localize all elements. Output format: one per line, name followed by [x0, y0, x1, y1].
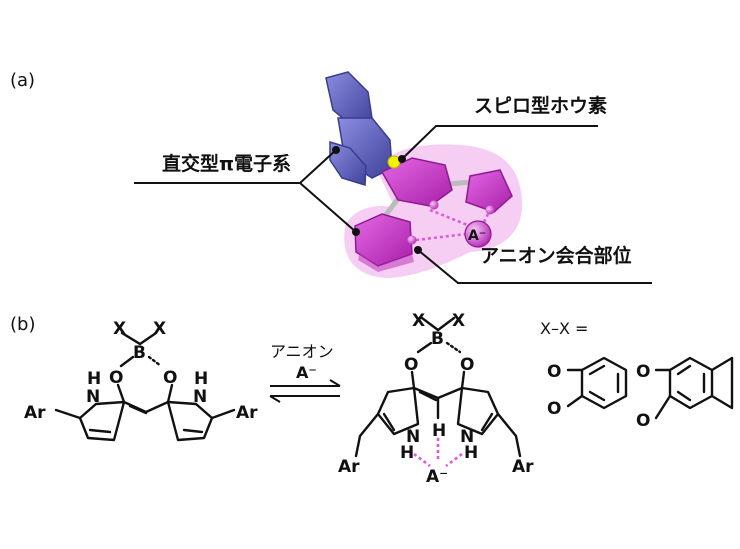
callout-orthogonal-pi: 直交型π電子系	[162, 152, 291, 175]
panel-b: (b) X X B O O H N H N A	[10, 311, 734, 487]
r-left-pyrrole-double	[382, 412, 396, 432]
h-atom-3	[485, 205, 495, 215]
arrow-label-bottom: A⁻	[296, 363, 317, 382]
callout-anion-site: アニオン会合部位	[480, 244, 632, 267]
panel-a-label: (a)	[10, 70, 35, 91]
atom-o1: O	[109, 368, 123, 388]
h-atom-2	[407, 235, 417, 245]
hbond-a-2	[415, 232, 467, 242]
panel-a: (a) A⁻ スピロ型ホウ素	[10, 70, 652, 284]
catechol-ring-double	[588, 364, 620, 402]
xx-definition-label: X–X =	[540, 319, 588, 338]
atom-ar2: Ar	[236, 403, 258, 423]
atom-x1: X	[113, 319, 126, 339]
naph-ring-double	[676, 364, 706, 402]
atom-nh1-h: H	[87, 369, 101, 389]
blue-ring-bottom	[329, 140, 367, 186]
leader-pi-magenta	[299, 182, 357, 233]
r-atom-boron: B	[431, 329, 444, 349]
leader-spiro-boron	[401, 125, 598, 160]
r-atom-x2: X	[452, 311, 465, 331]
blue-pi-unit	[325, 71, 393, 186]
r-bond-b-o1	[416, 341, 433, 354]
catechol-o2: O	[547, 399, 561, 419]
callout-spiro-boron: スピロ型ホウ素	[474, 94, 607, 117]
atom-nh2-h: H	[194, 369, 208, 389]
anion-ball	[464, 220, 492, 248]
hbond-b-right	[445, 452, 463, 468]
r-atom-o1: O	[404, 355, 418, 375]
atom-boron: B	[133, 343, 146, 363]
bond-b-x2	[138, 331, 158, 346]
r-bond-ar-right	[496, 412, 522, 458]
right-molecule: X X B O O N H N H H Ar Ar A⁻	[338, 311, 534, 487]
catechol-o1: O	[547, 362, 561, 382]
hbond-a-1	[429, 208, 471, 228]
magenta-ring-pentagon-right	[465, 169, 513, 213]
left-pyrrole-double	[88, 428, 112, 434]
leader-dot-pi-blue	[332, 146, 340, 154]
right-pyrrole-double	[182, 428, 204, 434]
atom-n1: N	[86, 387, 100, 407]
magenta-ring-hexagon	[380, 157, 453, 207]
bond-ar-left	[54, 408, 82, 420]
naphthalenediol-structure: O O	[636, 356, 734, 431]
panel-b-label: (b)	[10, 314, 35, 335]
bond-ar-right	[210, 408, 236, 420]
naph-ring-right	[710, 356, 734, 410]
forward-arrow-head	[329, 379, 341, 387]
atom-n2: N	[193, 387, 207, 407]
left-pyrrole	[78, 400, 126, 442]
naph-o2: O	[636, 411, 650, 431]
r-atom-x1: X	[412, 311, 425, 331]
magenta-anion-binding-unit	[354, 157, 513, 272]
r-atom-h2: H	[464, 443, 478, 463]
r-atom-o2: O	[460, 355, 474, 375]
naph-bond-o2	[654, 394, 672, 420]
r-atom-h1: H	[400, 443, 414, 463]
r-bond-b-x2	[436, 316, 456, 332]
h-atom-1	[429, 200, 439, 210]
bond-b-o2	[147, 355, 163, 368]
reverse-arrow-head	[269, 395, 281, 403]
catechol-bond-o2	[566, 394, 584, 408]
naph-o1: O	[636, 362, 650, 382]
atom-o2: O	[163, 368, 177, 388]
arrow-label-top: アニオン	[270, 342, 334, 361]
bond-b-o1	[119, 355, 135, 368]
r-bond-b-x1	[420, 316, 440, 332]
hbond-b-left	[413, 452, 431, 468]
r-atom-ar1: Ar	[338, 457, 360, 477]
inter-ring-bond-2	[447, 179, 473, 187]
atom-x2: X	[153, 319, 166, 339]
r-backbone	[410, 370, 466, 400]
bond-b-x1	[120, 331, 142, 346]
r-bond-b-o2	[445, 341, 462, 354]
leader-dot-boron	[398, 155, 406, 163]
backbone-double	[128, 404, 148, 415]
right-pyrrole	[166, 400, 214, 442]
r-left-pyrrole	[376, 386, 420, 436]
equilibrium-arrows: アニオン A⁻	[269, 342, 341, 403]
catechol-structure: O O	[547, 356, 628, 419]
leader-dot-pi-magenta	[352, 228, 360, 236]
left-molecule: X X B O O H N H N Ar Ar	[24, 319, 258, 442]
leader-anion-site	[417, 249, 652, 284]
r-right-pyrrole	[456, 386, 500, 436]
r-atom-ar2: Ar	[512, 457, 534, 477]
r-atom-h-center: H	[432, 421, 446, 441]
hbond-a-3	[482, 213, 490, 223]
r-atom-anion: A⁻	[426, 467, 448, 487]
r-atom-n2: N	[460, 427, 474, 447]
r-backbone-double	[418, 390, 438, 402]
r-atom-n1: N	[406, 427, 420, 447]
r-bond-ar-left	[354, 412, 380, 458]
r-right-pyrrole-double	[480, 412, 494, 432]
magenta-ring-shadow	[358, 252, 414, 272]
atom-ar1: Ar	[24, 403, 46, 423]
backbone	[116, 383, 174, 414]
leader-dot-anion-site	[414, 246, 422, 254]
anion-ball-label: A⁻	[468, 228, 486, 244]
